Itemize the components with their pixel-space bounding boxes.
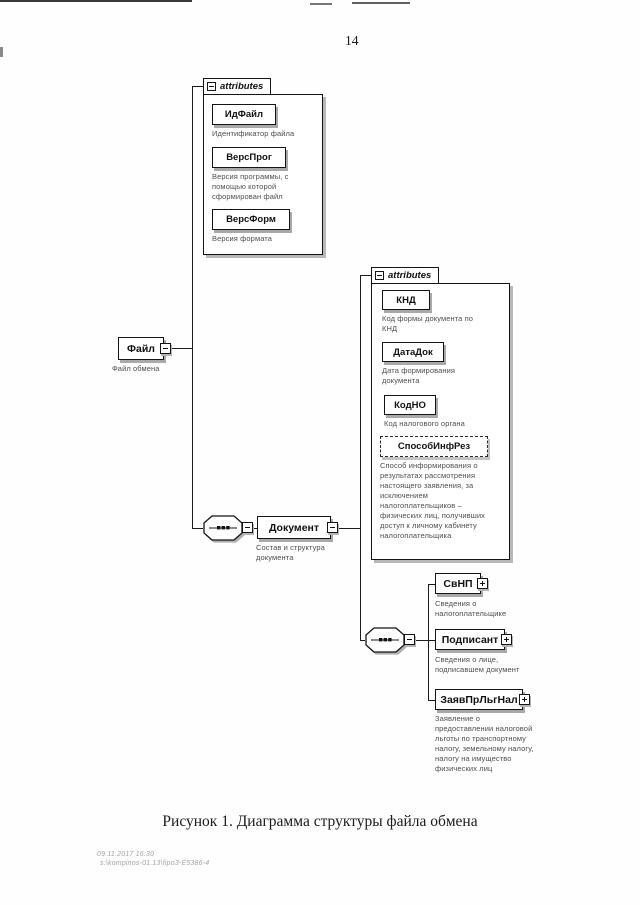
attribute-label: КодНО — [394, 399, 426, 411]
attribute-label: ИдФайл — [224, 109, 264, 120]
attribute-label: ВерсПрог — [226, 152, 272, 163]
element-document-desc: Состав и структура документа — [256, 543, 325, 562]
attribute-desc: Версия формата — [212, 234, 273, 243]
element-file-desc: Файл обмена — [112, 364, 160, 373]
minus-icon — [375, 271, 384, 280]
collapse-icon — [160, 343, 171, 354]
collapse-icon — [327, 522, 338, 533]
connector-line — [360, 640, 365, 641]
scan-artifact — [0, 47, 3, 57]
expand-icon — [501, 634, 512, 645]
attributes-panel-document — [371, 283, 510, 560]
attribute-box: КНД — [382, 290, 430, 310]
attribute-box: КодНО — [384, 395, 436, 415]
connector-line — [192, 528, 203, 529]
footer-timestamp: 09.11.2017 16:30 — [97, 851, 155, 858]
element-desc: Заявление о предоставлении налоговой льг… — [435, 714, 534, 773]
expand-icon — [519, 694, 530, 705]
connector-line — [415, 640, 435, 641]
element-label: ЗаявПрЛьгНал — [440, 693, 518, 706]
element-label: СвНП — [443, 577, 473, 590]
sequence-icon — [203, 515, 243, 541]
element-document-label: Документ — [268, 521, 320, 534]
model-expand-icon — [242, 522, 253, 533]
element-file-label: Файл — [127, 342, 155, 355]
element-desc: Сведения о налогоплательщике — [435, 599, 507, 618]
connector-line — [428, 700, 435, 701]
scan-artifact — [352, 2, 410, 4]
attribute-box-optional: СпособИнфРез — [380, 436, 488, 457]
connector-line — [360, 275, 371, 276]
attribute-box: ВерсПрог — [212, 147, 286, 168]
connector-line — [338, 528, 360, 529]
attribute-box: ДатаДок — [382, 342, 444, 362]
expand-icon — [477, 578, 488, 589]
attribute-desc: Способ информирования о результатах расс… — [380, 461, 485, 540]
page-number: 14 — [345, 33, 359, 48]
attribute-label: КНД — [396, 294, 416, 306]
attribute-desc: Версия программы, с помощью которой сфор… — [212, 172, 289, 201]
connector-line — [192, 86, 203, 87]
element-label: Подписант — [441, 633, 499, 646]
attribute-desc: Код налогового органа — [384, 419, 465, 428]
attribute-box: ВерсФорм — [212, 209, 290, 230]
connector-line — [171, 348, 192, 349]
attribute-label: СпособИнфРез — [397, 441, 471, 452]
attribute-box: ИдФайл — [212, 104, 276, 125]
attribute-desc: Дата формирования документа — [382, 366, 456, 385]
attribute-desc: Код формы документа по КНД — [382, 314, 474, 333]
scan-artifact — [0, 0, 192, 2]
sequence-icon — [365, 627, 405, 653]
model-expand-icon — [404, 634, 415, 645]
connector-line — [192, 86, 193, 528]
attribute-label: ВерсФорм — [226, 214, 276, 225]
attributes-tab-document: attributes — [371, 267, 440, 284]
footer-path: s:\kompinos-01.13\fipo3-E5386-4 — [100, 860, 210, 867]
minus-icon — [207, 82, 216, 91]
scan-artifact — [310, 3, 332, 5]
connector-line — [253, 528, 258, 529]
element-file: Файл — [118, 337, 171, 360]
connector-line — [428, 584, 429, 700]
connector-line — [360, 275, 361, 640]
element-podpisant: Подписант — [435, 629, 512, 650]
element-zayavprlgnal: ЗаявПрЛьгНал — [435, 689, 530, 710]
element-svnp: СвНП — [435, 573, 488, 594]
attributes-tab-label: attributes — [220, 81, 264, 92]
attributes-tab-file: attributes — [203, 78, 272, 95]
attribute-desc: Идентификатор файла — [212, 129, 295, 138]
attributes-tab-label: attributes — [388, 270, 432, 281]
connector-line — [428, 584, 435, 585]
element-document: Документ — [257, 516, 338, 539]
figure-caption: Рисунок 1. Диаграмма структуры файла обм… — [162, 813, 478, 830]
element-desc: Сведения о лице, подписавшем документ — [435, 655, 520, 674]
attribute-label: ДатаДок — [393, 346, 433, 358]
